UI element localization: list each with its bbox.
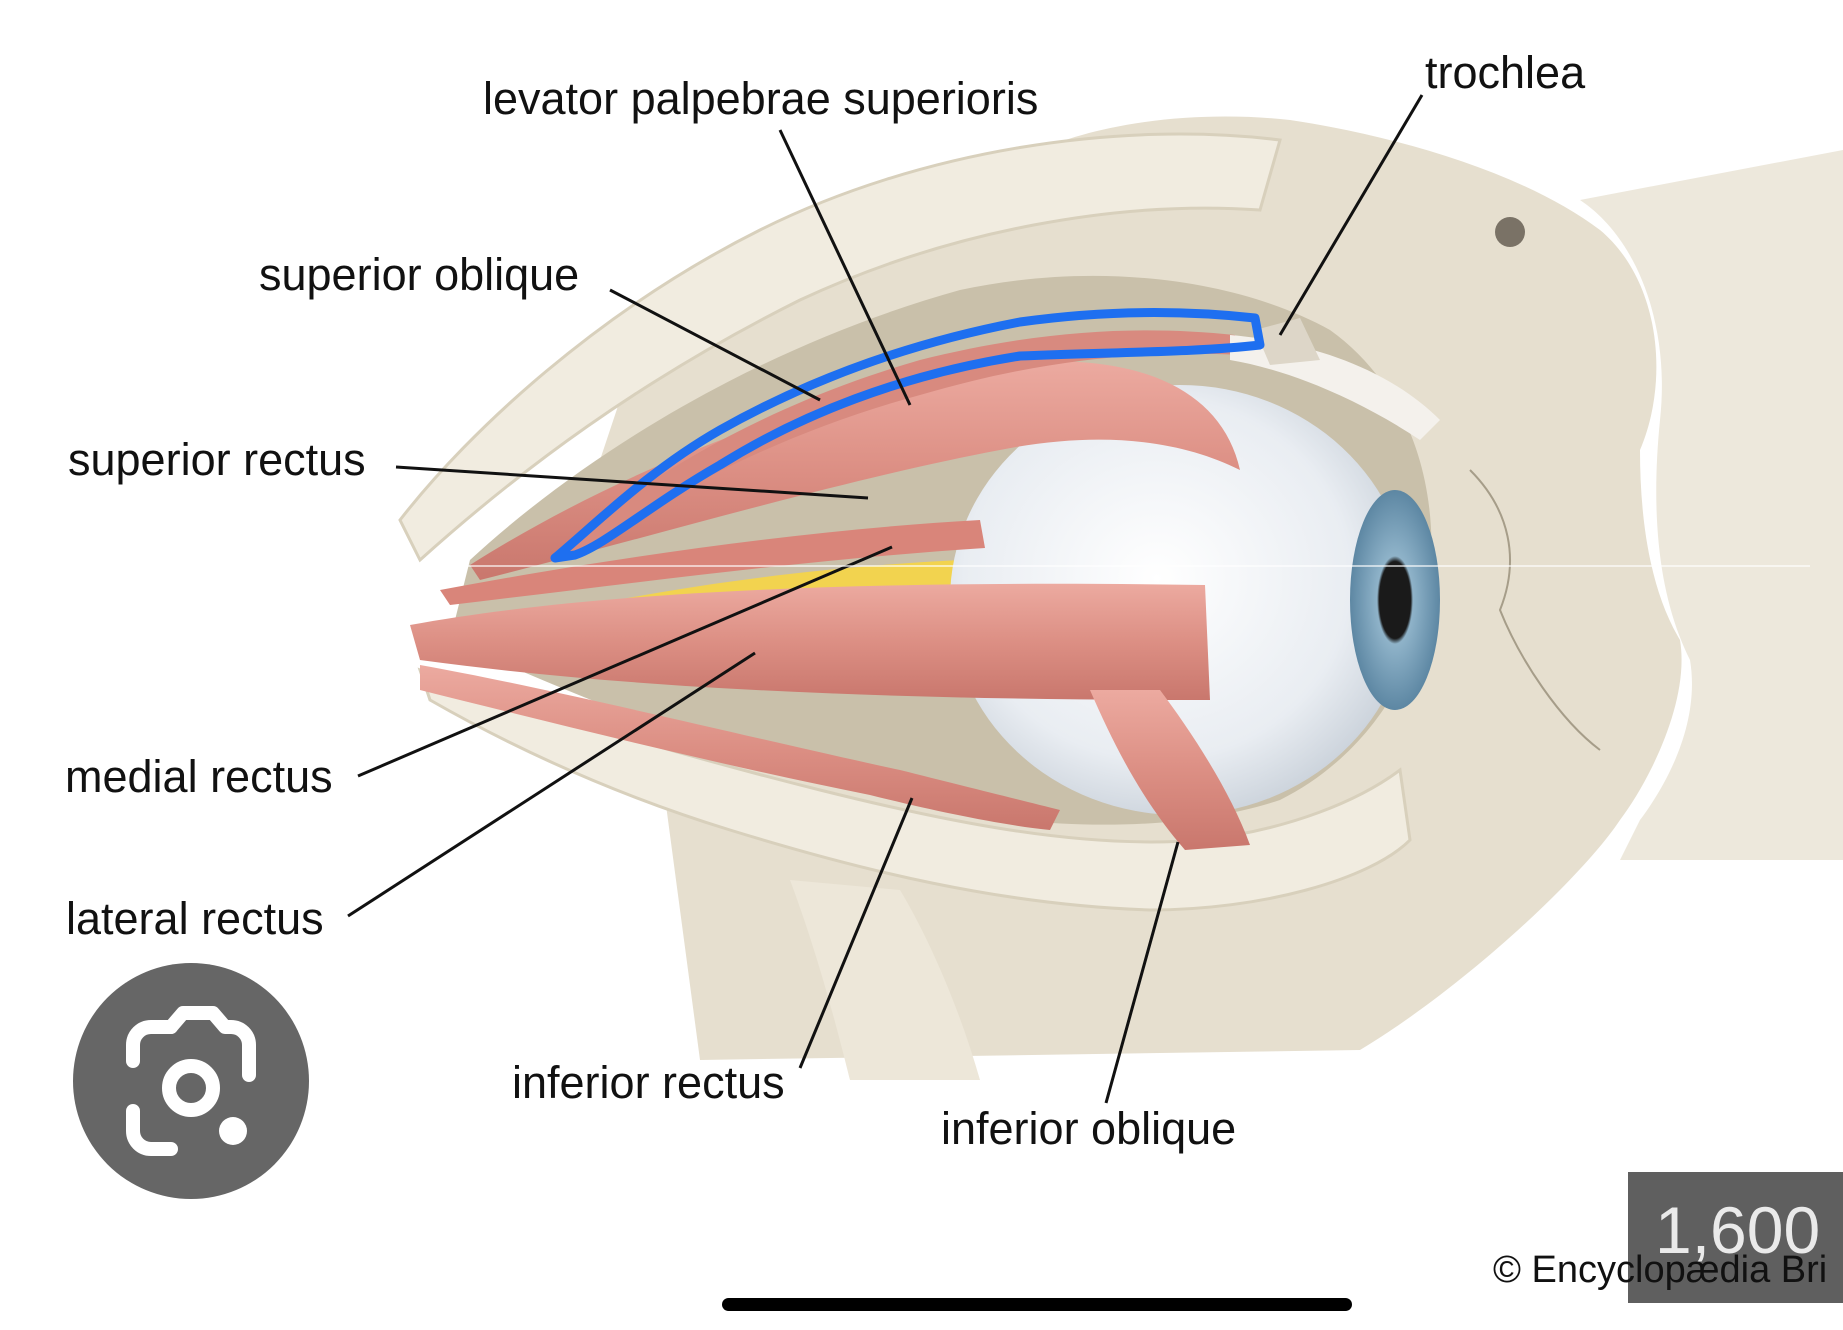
superior-oblique-highlight xyxy=(550,308,1265,563)
trochlea-pulley xyxy=(1255,318,1320,365)
copyright-credit: © Encyclopædia Bri xyxy=(1493,1249,1828,1291)
leader-inferior-oblique xyxy=(1104,841,1180,1104)
leader-levator xyxy=(778,129,912,406)
label-inferior-oblique: inferior oblique xyxy=(941,1103,1237,1154)
leader-lateral-rectus xyxy=(347,651,756,918)
image-size-chip xyxy=(1628,1172,1843,1303)
label-superior-oblique: superior oblique xyxy=(259,249,580,300)
inferior-oblique-muscle xyxy=(1090,690,1250,850)
label-levator-palpebrae-superioris: levator palpebrae superioris xyxy=(483,73,1039,124)
medial-rectus-muscle xyxy=(440,520,985,605)
google-lens-camera-icon xyxy=(126,1006,256,1156)
label-superior-rectus: superior rectus xyxy=(68,434,366,485)
image-size-text: 1,600 × xyxy=(1655,1193,1843,1267)
label-medial-rectus: medial rectus xyxy=(65,751,333,802)
leader-trochlea xyxy=(1278,94,1424,336)
inferior-rectus-muscle xyxy=(420,665,1060,830)
leader-superior-oblique xyxy=(609,288,821,402)
leader-medial-rectus xyxy=(357,545,893,778)
home-indicator-bar[interactable] xyxy=(722,1298,1352,1311)
leader-superior-rectus xyxy=(395,465,869,500)
leader-lines xyxy=(347,94,1424,1104)
lateral-rectus-muscle xyxy=(410,583,1210,700)
label-inferior-rectus: inferior rectus xyxy=(512,1057,785,1108)
leader-inferior-rectus xyxy=(798,797,914,1069)
label-lateral-rectus: lateral rectus xyxy=(66,893,324,944)
label-trochlea: trochlea xyxy=(1425,47,1586,98)
superior-rectus-muscle xyxy=(470,361,1240,580)
google-lens-button[interactable] xyxy=(73,963,309,1199)
iris xyxy=(1350,490,1440,710)
